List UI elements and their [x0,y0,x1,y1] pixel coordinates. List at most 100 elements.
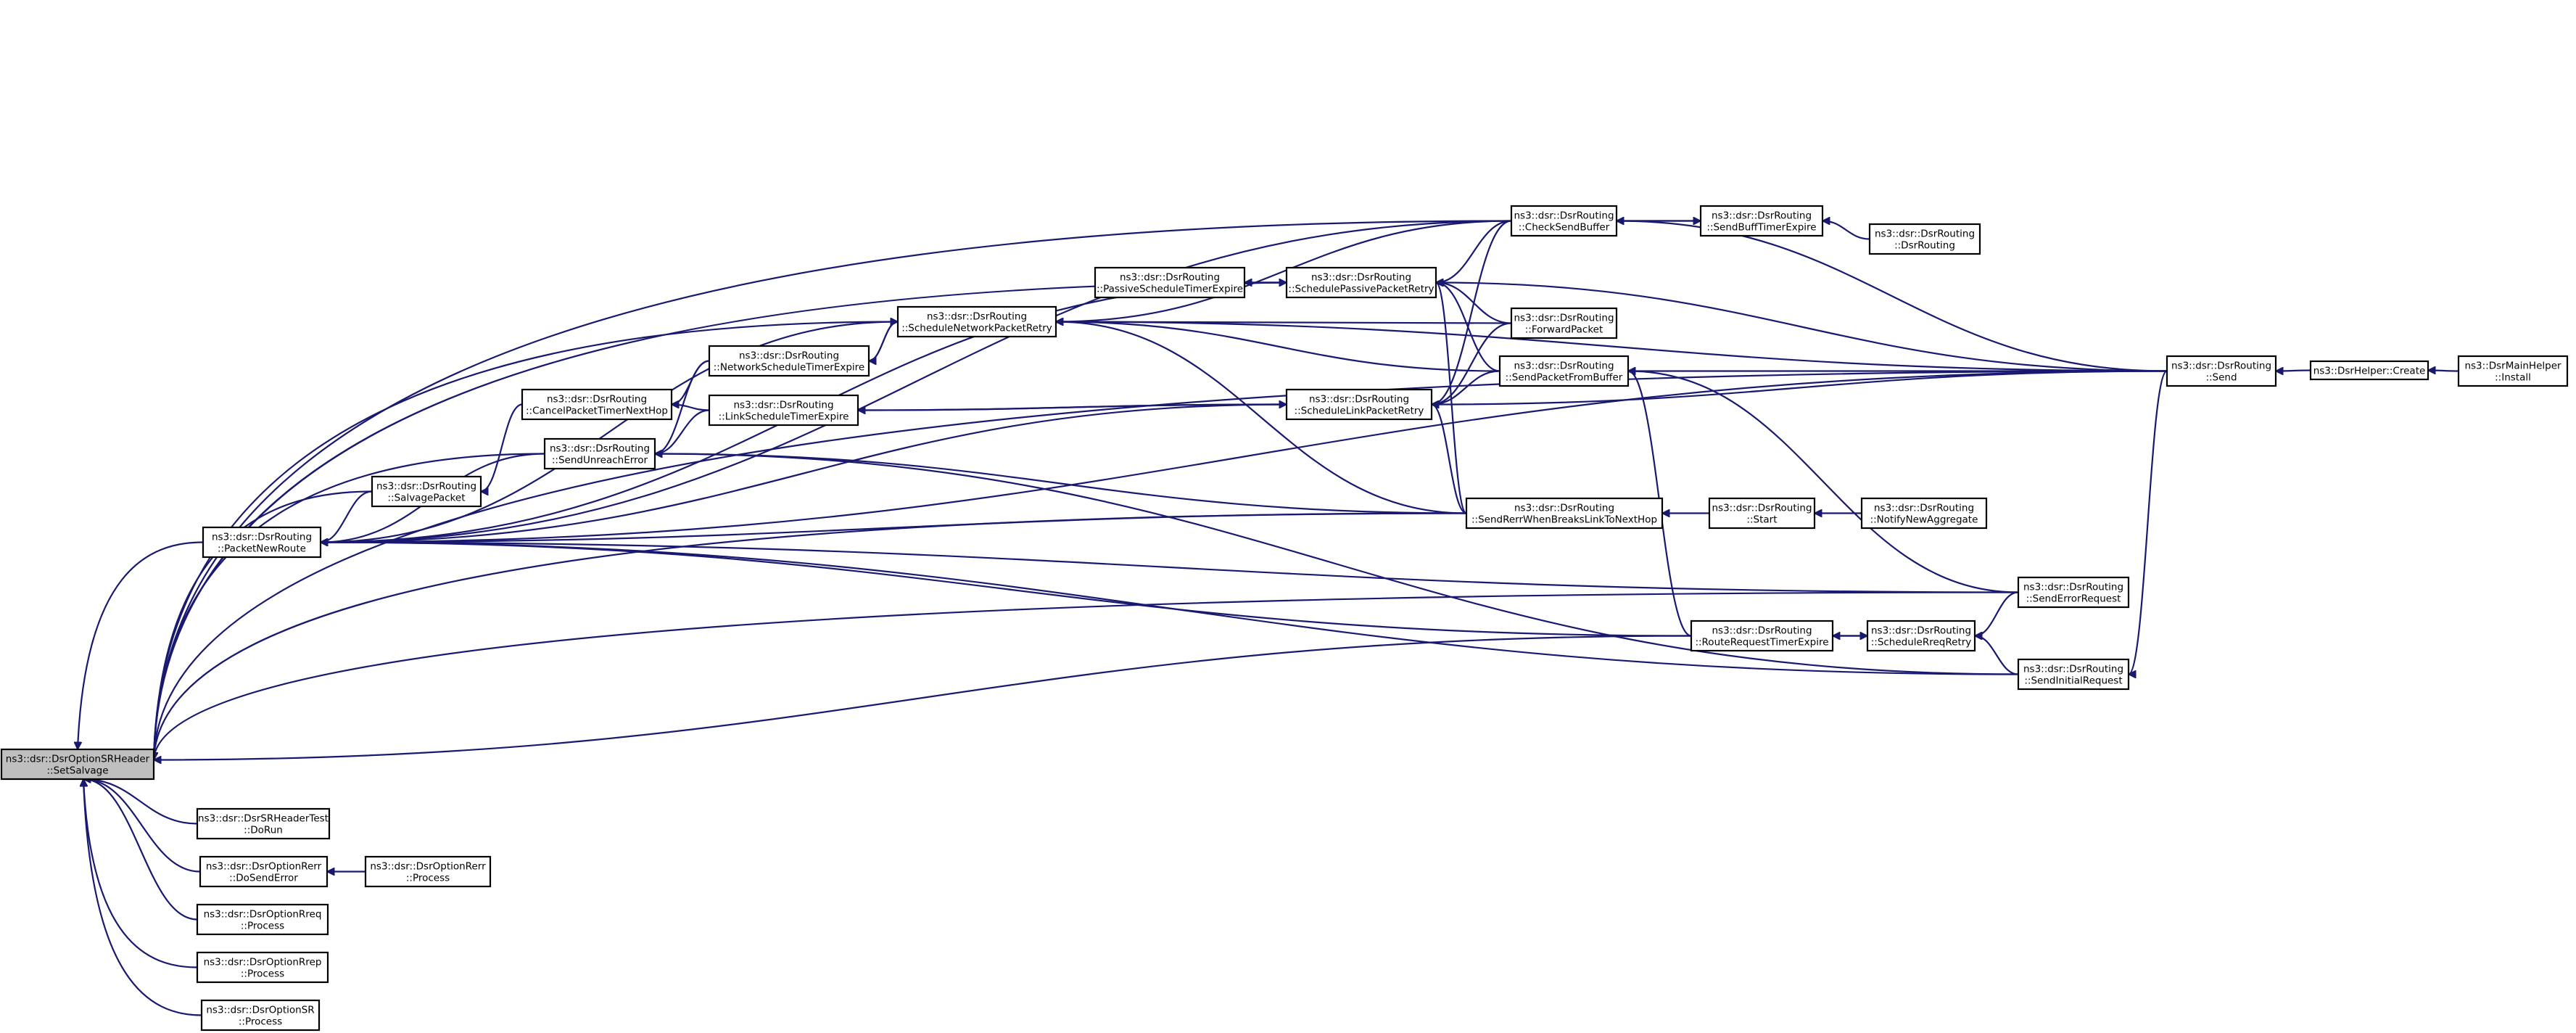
node-schedlink[interactable]: ns3::dsr::DsrRouting::ScheduleLinkPacket… [1285,388,1433,421]
node-dosend[interactable]: ns3::dsr::DsrOptionRerr::DoSendError [199,855,329,888]
node-label: ::Install [2495,372,2531,384]
node-label: ns3::DsrMainHelper [2464,361,2561,372]
node-passexp[interactable]: ns3::dsr::DsrRouting::PassiveScheduleTim… [1094,266,1246,299]
node-label: ::SendUnreachError [552,455,648,466]
node-ctor[interactable]: ns3::dsr::DsrRouting::DsrRouting [1868,223,1981,255]
node-check[interactable]: ns3::dsr::DsrRouting::CheckSendBuffer [1510,205,1618,237]
node-label: ::NotifyNewAggregate [1870,514,1978,526]
node-box [202,526,322,559]
node-install[interactable]: ns3::DsrMainHelper::Install [2457,355,2569,387]
node-box [1498,355,1630,387]
node-rerrproc[interactable]: ns3::dsr::DsrOptionRerr::Process [364,855,492,888]
node-srproc[interactable]: ns3::dsr::DsrOptionSR::Process [200,999,321,1032]
edge-srerr-to-pkt [321,512,1467,543]
node-fwd[interactable]: ns3::dsr::DsrRouting::ForwardPacket [1510,307,1618,339]
node-box [1465,497,1664,530]
edge-check-to-schedpass [1436,220,1512,283]
node-cancel[interactable]: ns3::dsr::DsrRouting::CancelPacketTimerN… [521,388,673,421]
node-box [708,345,870,377]
node-netexp[interactable]: ns3::dsr::DsrRouting::NetworkScheduleTim… [708,345,870,377]
node-box [196,951,329,984]
edge-check-to-schednet [1056,220,1512,322]
node-label: ns3::dsr::DsrRouting [739,350,839,362]
node-box [521,388,673,421]
edge-spfb-to-schednet [1056,322,1500,372]
node-dorun[interactable]: ns3::dsr::DsrSRHeaderTest::DoRun [196,807,331,840]
node-sreq[interactable]: ns3::dsr::DsrRouting::ScheduleRreqRetry [1866,620,1976,652]
edge-sinit-to-unreach [655,454,2019,675]
node-label: ::SendInitialRequest [2024,675,2122,687]
node-label: ns3::dsr::DsrRouting [1514,313,1614,324]
node-rrte[interactable]: ns3::dsr::DsrRouting::RouteRequestTimerE… [1690,620,1834,652]
node-box [1868,223,1981,255]
edge-sinit-to-sreq [1975,636,2019,675]
node-label: ns3::dsr::DsrOptionRerr [206,861,322,873]
node-label: ns3::dsr::DsrSRHeaderTest [198,813,329,825]
node-label: ::Process [241,921,284,932]
node-label: ::Send [2205,372,2237,384]
node-unreach[interactable]: ns3::dsr::DsrRouting::SendUnreachError [543,437,656,470]
node-label: ::ForwardPacket [1525,324,1603,336]
node-salv[interactable]: ns3::dsr::DsrRouting::SalvagePacket [371,475,482,508]
edge-send-to-sinit [2127,370,2168,675]
node-schednet[interactable]: ns3::dsr::DsrRouting::ScheduleNetworkPac… [896,305,1057,338]
node-pkt[interactable]: ns3::dsr::DsrRouting::PacketNewRoute [202,526,322,559]
node-box [2017,576,2130,609]
edge-check-to-root [154,220,1512,760]
node-label: ns3::dsr::DsrOptionRerr [370,861,486,873]
node-nna[interactable]: ns3::dsr::DsrRouting::NotifyNewAggregate [1860,497,1988,530]
node-create[interactable]: ns3::DsrHelper::Create [2309,360,2430,381]
edge-netexp-to-schednet [868,322,898,362]
node-label: ns3::dsr::DsrRouting [1871,625,1971,637]
edge-pkt-to-root [78,541,204,750]
node-label: ::Start [1746,514,1777,526]
node-start[interactable]: ns3::dsr::DsrRouting::Start [1708,497,1816,530]
node-box [2309,360,2430,381]
edge-schedpass-to-root [154,281,1287,760]
node-label: ns3::dsr::DsrRouting [1514,503,1614,514]
node-spfb[interactable]: ns3::dsr::DsrRouting::SendPacketFromBuff… [1498,355,1630,387]
node-label: ::SendRerrWhenBreaksLinkToNextHop [1471,514,1657,526]
node-root[interactable]: ns3::dsr::DsrOptionSRHeader::SetSalvage [0,748,155,781]
node-srerr[interactable]: ns3::dsr::DsrRouting::SendRerrWhenBreaks… [1465,497,1664,530]
node-box [1094,266,1246,299]
node-label: ns3::dsr::DsrRouting [2171,361,2271,372]
node-linkexp[interactable]: ns3::dsr::DsrRouting::LinkScheduleTimerE… [708,394,859,427]
node-label: ns3::dsr::DsrRouting [547,394,647,406]
node-box [1690,620,1834,652]
node-schedpass[interactable]: ns3::dsr::DsrRouting::SchedulePassivePac… [1285,266,1437,299]
edge-salv-to-pkt [321,490,373,543]
node-rrepproc[interactable]: ns3::dsr::DsrOptionRrep::Process [196,951,329,984]
edge-rrepproc-to-root [83,779,198,968]
edge-srerr-to-unreach [655,454,1467,514]
node-label: ns3::dsr::DsrRouting [212,532,312,543]
edge-sinit-to-pkt [321,543,2019,675]
node-label: ns3::dsr::DsrRouting [376,481,476,493]
node-label: ::NetworkScheduleTimerExpire [714,362,865,374]
node-label: ::SendBuffTimerExpire [1706,222,1816,234]
edge-srerr-to-schedpass [1434,283,1468,514]
node-sbte[interactable]: ns3::dsr::DsrRouting::SendBuffTimerExpir… [1699,205,1824,237]
node-rreqproc[interactable]: ns3::dsr::DsrOptionRreq::Process [196,903,329,936]
edge-dorun-to-root [83,779,198,825]
node-label: ns3::dsr::DsrRouting [1712,503,1812,514]
node-label: ::PacketNewRoute [218,543,306,555]
edge-send-to-schednet [1056,322,2168,372]
node-label: ::ScheduleNetworkPacketRetry [901,323,1052,334]
edge-serrreq-to-root [154,591,2019,760]
node-sinit[interactable]: ns3::dsr::DsrRouting::SendInitialRequest [2017,658,2130,691]
edge-srproc-to-root [83,779,202,1016]
node-box [199,855,329,888]
node-label: ::CancelPacketTimerNextHop [526,406,668,417]
edge-spfb-to-schedlink [1432,370,1500,405]
node-send[interactable]: ns3::dsr::DsrRouting::Send [2166,355,2277,387]
edge-send-to-schedpass [1436,283,2168,372]
node-label: ns3::dsr::DsrRouting [1514,210,1614,222]
node-serrreq[interactable]: ns3::dsr::DsrRouting::SendErrorRequest [2017,576,2130,609]
node-label: ::ScheduleRreqRetry [1871,637,1972,649]
edge-netexp-to-unreach [655,360,710,454]
node-label: ::Process [241,968,284,980]
node-label: ns3::dsr::DsrRouting [733,400,833,411]
node-label: ns3::dsr::DsrRouting [1874,503,1974,514]
